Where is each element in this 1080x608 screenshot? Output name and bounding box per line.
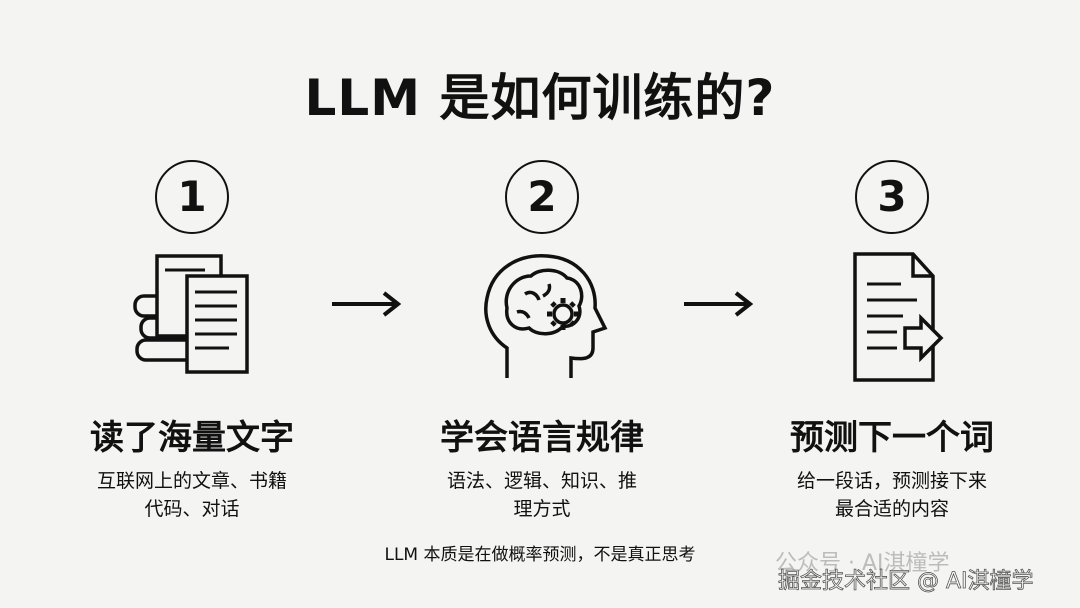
step-heading: 读了海量文字 — [90, 418, 294, 458]
step-heading: 学会语言规律 — [440, 418, 644, 458]
brain-gear-head-icon — [484, 254, 608, 378]
arrow-right-icon — [332, 291, 402, 317]
step-number: 1 — [155, 160, 229, 234]
step-number: 2 — [505, 160, 579, 234]
document-arrow-icon — [853, 252, 944, 382]
step-heading: 预测下一个词 — [790, 418, 994, 458]
arrow-right-icon — [684, 291, 754, 317]
step-2: 2 学会语言规律 语法、逻辑、知识、推理方式 — [372, 160, 712, 523]
step-desc-line: 代码、对话 — [144, 498, 240, 520]
watermark-wechat: 公众号 · AI淇橦学 — [775, 551, 950, 576]
step-desc-line: 语法、逻辑、知识、推 — [446, 470, 637, 492]
step-desc-line: 互联网上的文章、书籍 — [96, 470, 287, 492]
step-desc-line: 最合适的内容 — [834, 498, 949, 520]
step-number: 3 — [855, 160, 929, 234]
step-3: 3 预测下一个词 给一段话，预测接下来最合适的内容 — [722, 160, 1062, 523]
step-desc-line: 理方式 — [513, 498, 571, 520]
watermark-juejin: 掘金技术社区 @ AI淇橦学 — [778, 569, 1034, 595]
footer-note: LLM 本质是在做概率预测，不是真正思考 — [384, 545, 696, 565]
books-documents-icon — [133, 254, 249, 374]
step-1: 1 读了海量文字 互联网上的文章、书籍代码、对话 — [22, 160, 362, 523]
page-title: LLM 是如何训练的? — [304, 69, 776, 127]
step-desc-line: 给一段话，预测接下来 — [796, 470, 987, 492]
